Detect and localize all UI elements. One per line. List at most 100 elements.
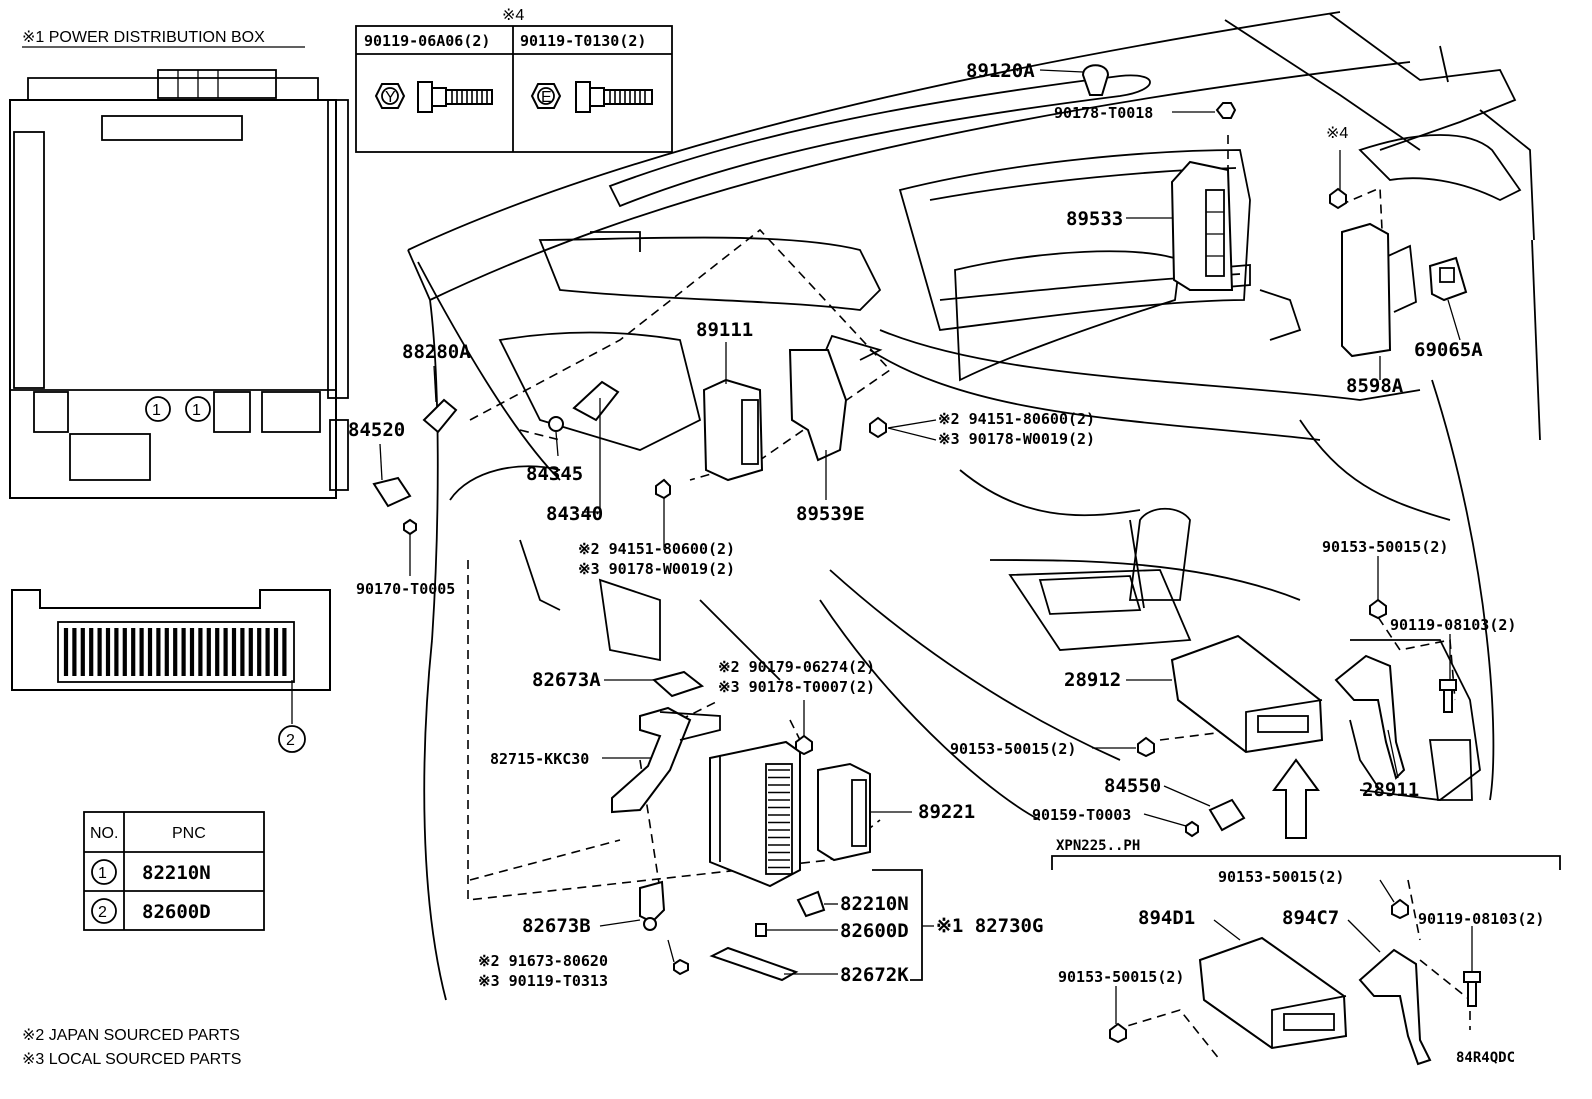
fastener-part-number: 90119-T0130(2) [520, 32, 646, 50]
bolt-head-icon [575, 81, 591, 113]
label-91673-80620: ※2 91673-80620 [478, 952, 608, 970]
part-89539E-bracket [788, 334, 937, 500]
part-90153-50015-bolt-mid [1092, 736, 1155, 758]
part-90119-08103-bolt [1439, 634, 1457, 713]
part-82673A-clip [604, 670, 705, 698]
part-89111-module [702, 342, 764, 482]
fastener-mark: E [541, 89, 552, 106]
pnc-circle-1 [185, 396, 211, 422]
label-89120A: 89120A [966, 60, 1035, 82]
pnc-table-header-pnc: PNC [172, 825, 206, 842]
pnc-table-no: 1 [98, 865, 107, 882]
label-89221: 89221 [918, 801, 975, 823]
variant-inset-xpn225 [1051, 855, 1561, 1066]
part-84550-sensor [1163, 785, 1246, 832]
label-90178-W0019-b: ※3 90178-W0019(2) [578, 560, 735, 578]
pnc-table-no: 2 [98, 904, 107, 921]
label-mark4: ※4 [1326, 125, 1348, 142]
label-90153-50015-c: 90153-50015(2) [1218, 868, 1344, 886]
label-84520: 84520 [348, 419, 405, 441]
label-82730G: ※1 82730G [936, 915, 1043, 937]
circle-label: 1 [192, 402, 201, 419]
group-bracket-82730G [872, 869, 934, 981]
part-90153-50015-bolt [1369, 556, 1387, 620]
label-84345: 84345 [526, 463, 583, 485]
pnc-table-value: 82600D [142, 901, 211, 923]
label-82715-KKC30: 82715-KKC30 [490, 750, 589, 768]
label-894D1: 894D1 [1138, 907, 1195, 929]
pnc-circle-2 [278, 725, 306, 753]
power-distribution-box-side-view: 2 [11, 589, 331, 753]
part-82730G-junction-block [709, 740, 801, 888]
label-894C7: 894C7 [1282, 907, 1339, 929]
part-84340-switch [548, 380, 620, 513]
label-90119-T0313: ※3 90119-T0313 [478, 972, 608, 990]
up-arrow-icon [1272, 758, 1320, 839]
label-88280A: 88280A [402, 341, 471, 363]
part-nut-94151 [655, 478, 671, 550]
pnc-table-value: 82210N [142, 862, 211, 884]
part-28912-control-unit [1126, 634, 1324, 754]
label-84550: 84550 [1104, 775, 1161, 797]
part-82210N-fuse [796, 890, 838, 918]
label-94151-80600-b: ※2 94151-80600(2) [578, 540, 735, 558]
bolt-head-icon [417, 81, 433, 113]
part-82673B-clip [599, 880, 666, 931]
label-90178-T0007: ※3 90178-T0007(2) [718, 678, 875, 696]
fastener-part-number: 90119-06A06(2) [364, 32, 490, 50]
label-82210N: 82210N [840, 893, 909, 915]
label-90153-50015-a: 90153-50015(2) [1322, 538, 1448, 556]
part-90179-06274-nut [795, 700, 813, 756]
label-89111: 89111 [696, 319, 753, 341]
label-89533: 89533 [1066, 208, 1123, 230]
fastener-note: ※4 [502, 7, 524, 24]
part-69065A-connector [1428, 256, 1468, 341]
part-90178-T0018 [1172, 102, 1237, 119]
label-82673A: 82673A [532, 669, 601, 691]
power-distribution-box-top-view: 1 1 [9, 69, 349, 499]
pnc-circle-1 [145, 396, 171, 422]
pnc-table: NO. PNC 1 82210N 2 82600D [83, 811, 265, 931]
label-90153-50015-b: 90153-50015(2) [950, 740, 1076, 758]
part-89533-ecu [1126, 160, 1234, 291]
label-8598A: 8598A [1346, 375, 1404, 397]
circle-label: 1 [152, 402, 161, 419]
part-labels: 89120A 90178-T0018 ※4 89533 69065A 8598A… [348, 60, 1544, 1066]
part-90159-T0003-screw [1143, 813, 1199, 838]
fastener-mark: Y [385, 89, 396, 106]
label-90153-50015-d: 90153-50015(2) [1058, 968, 1184, 986]
label-90170-T0005: 90170-T0005 [356, 580, 455, 598]
label-90178-T0018: 90178-T0018 [1054, 104, 1153, 122]
part-89221-module [817, 762, 912, 862]
fastener-table: 90119-06A06(2) 90119-T0130(2) Y E [355, 25, 673, 153]
label-84340: 84340 [546, 503, 603, 525]
label-82672K: 82672K [840, 964, 909, 986]
label-90179-06274: ※2 90179-06274(2) [718, 658, 875, 676]
label-90119-08103-a: 90119-08103(2) [1390, 616, 1516, 634]
part-91673-80620-bolt [667, 939, 689, 976]
note-local-sourced: ※3 LOCAL SOURCED PARTS [22, 1051, 241, 1068]
part-8598A-module [1329, 150, 1417, 380]
label-28912: 28912 [1064, 669, 1121, 691]
part-82715-KKC30-bracket [602, 706, 721, 814]
label-28911: 28911 [1362, 779, 1419, 801]
part-88280A-sensor [422, 365, 458, 434]
part-84520-switch [372, 443, 417, 576]
label-94151-80600-a: ※2 94151-80600(2) [938, 410, 1095, 428]
note-japan-sourced: ※2 JAPAN SOURCED PARTS [22, 1027, 240, 1044]
label-89539E: 89539E [796, 503, 865, 525]
part-89120A [1039, 64, 1110, 96]
circle-label: 2 [286, 732, 295, 749]
part-82672K-cover [709, 946, 838, 982]
part-28911-bracket [1334, 654, 1406, 780]
label-variant-xpn225: XPN225..PH [1056, 838, 1140, 854]
power-box-title: ※1 POWER DISTRIBUTION BOX [22, 29, 265, 46]
label-90178-W0019-a: ※3 90178-W0019(2) [938, 430, 1095, 448]
instrument-panel-outline [407, 11, 1541, 1001]
figure-code: 84R4QDC [1456, 1050, 1515, 1066]
connector-grille [63, 628, 287, 676]
hex-head-icon [374, 83, 406, 109]
part-82600D-relay [755, 923, 838, 937]
label-82600D: 82600D [840, 920, 909, 942]
